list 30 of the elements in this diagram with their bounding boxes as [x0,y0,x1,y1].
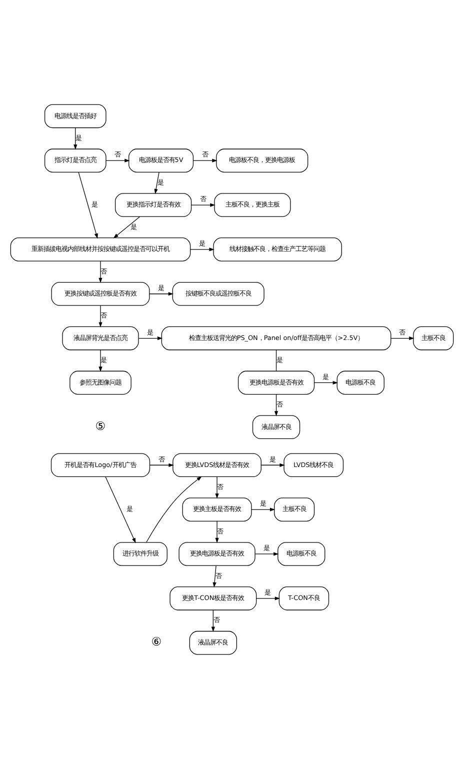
arrow [150,463,174,467]
arrow [149,292,174,296]
connector [276,350,277,372]
arrow [215,476,219,499]
arrow [192,158,218,162]
arrow [390,336,414,340]
label: ⑤ [95,418,106,433]
arrow [78,172,98,239]
arrow [256,596,280,600]
arrow [254,552,279,556]
arrow [314,380,338,385]
arrow [138,336,163,340]
arrow [106,158,130,162]
arrow [74,128,78,150]
arrow [190,248,214,252]
arrow [98,260,102,283]
arrow [98,305,102,328]
arrow [113,216,140,238]
arrow [212,565,216,588]
label: ⑥ [151,634,162,649]
arrow [146,476,202,543]
arrow [98,350,102,372]
arrow [215,520,219,544]
arrow [251,508,276,512]
arrow [261,463,285,467]
arrow [154,172,160,194]
arrow [191,203,216,207]
arrow [211,610,215,632]
arrow [105,476,136,544]
arrow [274,394,278,416]
